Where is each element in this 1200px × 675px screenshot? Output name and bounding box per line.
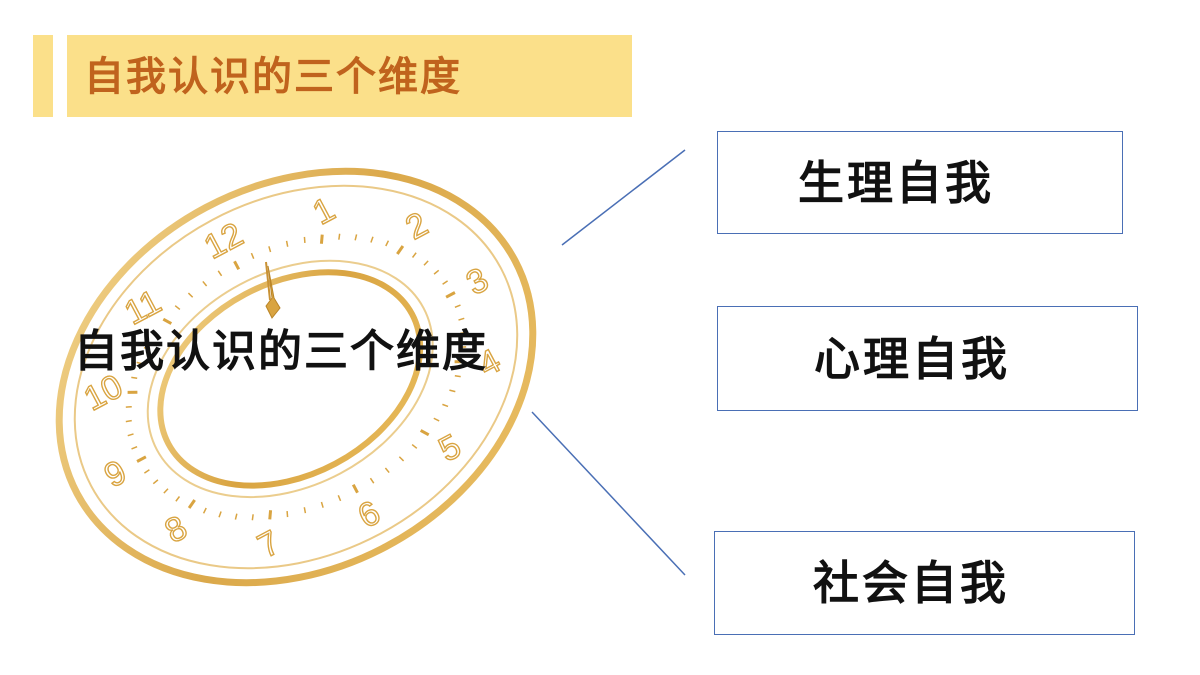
clock-minor-tick — [250, 252, 255, 259]
dimension-box-psychological: 心理自我 — [717, 306, 1138, 411]
clock-inner-ring — [157, 269, 424, 489]
clock-minor-tick — [163, 488, 169, 494]
clock-minor-tick — [442, 280, 449, 285]
clock-minor-tick — [285, 240, 289, 247]
clock-major-tick — [127, 390, 138, 394]
dimension-label-social: 社会自我 — [813, 556, 1009, 610]
clock-minor-tick — [337, 495, 342, 502]
dimension-box-physical: 生理自我 — [717, 131, 1123, 234]
clock-minor-tick — [125, 419, 132, 423]
clock-minor-tick — [217, 270, 223, 277]
clock-minor-tick — [136, 361, 143, 365]
clock-minor-tick — [143, 346, 150, 351]
clock-minor-tick — [152, 332, 159, 337]
clock-minor-tick — [303, 507, 307, 514]
clock-minor-tick — [449, 389, 456, 393]
clock-outer-ring — [55, 167, 537, 587]
clock-major-tick — [136, 455, 147, 463]
clock-minor-tick — [268, 246, 272, 253]
clock-major-tick — [187, 499, 196, 509]
clock-minor-tick — [202, 507, 207, 514]
clock-minor-tick — [384, 467, 390, 474]
clock-minor-tick — [411, 252, 417, 258]
clock-minor-tick — [131, 376, 138, 379]
clock-major-tick — [396, 245, 405, 255]
clock-minute-hand — [265, 261, 271, 301]
clock-minor-tick — [175, 496, 181, 502]
clock-minor-tick — [320, 501, 324, 508]
clock-minor-tick — [454, 304, 461, 309]
clock-outer-ring-thin — [73, 184, 519, 570]
clock-minor-tick — [218, 511, 222, 518]
clock-minor-tick — [131, 445, 138, 450]
clock-minor-tick — [398, 456, 405, 462]
clock-minor-tick — [143, 469, 150, 474]
header-band — [67, 35, 632, 117]
clock-major-tick — [319, 234, 324, 244]
clock-minor-tick — [125, 406, 132, 408]
clock-minor-tick — [251, 514, 254, 521]
clock-inner-ring-thin — [146, 259, 434, 499]
clock-minor-tick — [174, 305, 181, 310]
clock-minor-tick — [303, 236, 306, 243]
clock-ticks — [125, 233, 467, 521]
center-title: 自我认识的三个维度 — [74, 326, 488, 377]
dimension-box-social: 社会自我 — [714, 531, 1135, 635]
clock-hour-hand — [265, 265, 281, 319]
clock-major-tick — [351, 484, 359, 494]
clock-major-tick — [419, 429, 430, 437]
clock-minor-tick — [369, 477, 375, 484]
clock-minor-tick — [423, 260, 429, 266]
connector-line-social — [531, 411, 686, 576]
clock-minor-tick — [127, 433, 134, 437]
clock-minor-tick — [458, 317, 465, 321]
dimension-label-physical: 生理自我 — [798, 155, 994, 210]
clock-minor-tick — [460, 331, 467, 335]
connector-line-physical — [561, 149, 686, 246]
clock-major-tick — [454, 360, 465, 364]
clock-major-tick — [233, 260, 241, 270]
clock-minor-tick — [433, 269, 440, 275]
clock-minor-tick — [460, 346, 467, 348]
clock-major-tick — [268, 510, 273, 520]
clock-minor-tick — [370, 236, 374, 243]
clock-minor-tick — [338, 233, 341, 240]
clock-minor-tick — [411, 444, 418, 449]
clock-minor-tick — [187, 292, 194, 298]
clock-minor-tick — [442, 403, 449, 408]
header-accent-bar — [33, 35, 53, 117]
header-title: 自我认识的三个维度 — [84, 53, 462, 100]
clock-minor-tick — [454, 375, 461, 378]
clock-major-tick — [445, 291, 456, 299]
clock-minor-tick — [234, 513, 238, 520]
clock-minor-tick — [354, 234, 358, 241]
clock-minor-tick — [385, 240, 390, 247]
clock-major-tick — [162, 317, 173, 325]
clock-minor-tick — [152, 479, 159, 485]
clock-hands — [265, 261, 281, 319]
clock-minor-tick — [286, 511, 289, 518]
clock-minor-tick — [202, 280, 208, 287]
dimension-label-psychological: 心理自我 — [814, 331, 1010, 386]
clock-minor-tick — [433, 417, 440, 422]
